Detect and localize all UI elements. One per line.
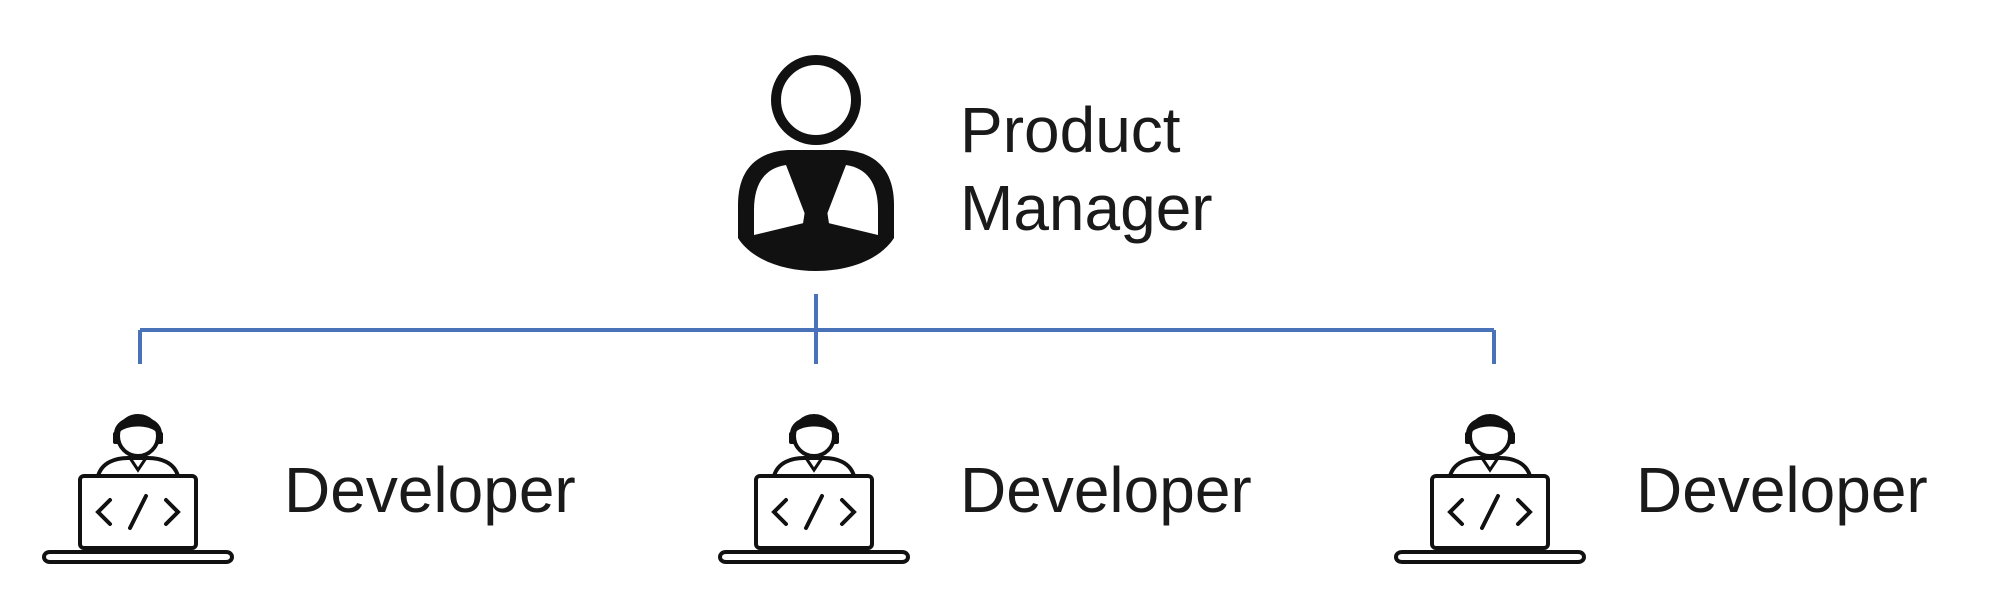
manager-label-line2: Manager — [960, 172, 1213, 244]
developer-label: Developer — [1636, 454, 1928, 526]
manager-label-line1: Product — [960, 94, 1181, 166]
developer-laptop-icon — [718, 414, 910, 564]
developer-laptop-icon — [1394, 414, 1586, 564]
developer-node: Developer — [42, 414, 576, 564]
developer-node: Developer — [1394, 414, 1928, 564]
developer-laptop-icon — [42, 414, 234, 564]
developer-label: Developer — [284, 454, 576, 526]
connector-lines — [138, 294, 1496, 364]
manager-icon — [738, 55, 894, 271]
developer-label: Developer — [960, 454, 1252, 526]
developer-node: Developer — [718, 414, 1252, 564]
